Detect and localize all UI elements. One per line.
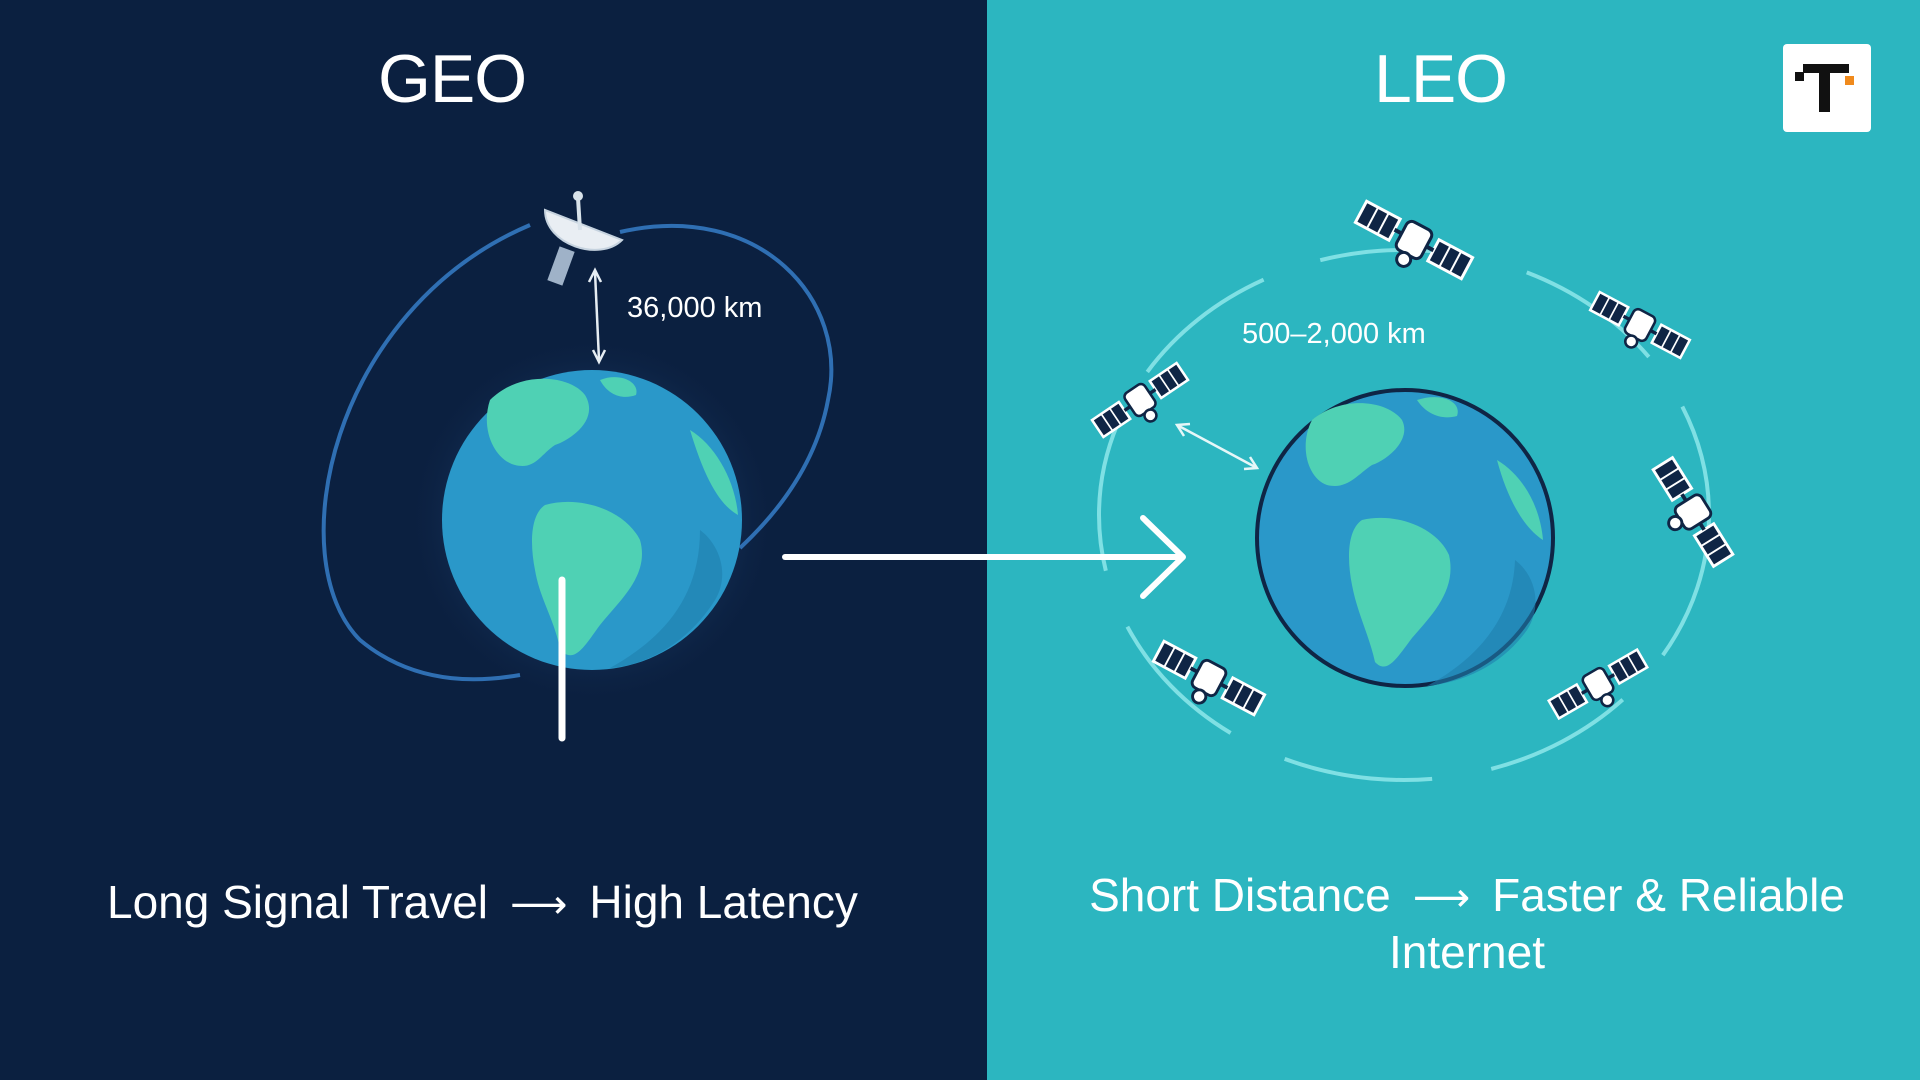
satellite-icon xyxy=(1637,453,1738,577)
caption-arrow-icon: ⟶ xyxy=(1412,876,1471,920)
geo-orbit-ring xyxy=(321,223,531,682)
satellite-icon xyxy=(1088,358,1198,451)
geo-caption: Long Signal Travel ⟶ High Latency xyxy=(107,875,858,932)
geo-panel: GEO xyxy=(0,0,987,1080)
satellite-dish-icon xyxy=(543,191,624,286)
geo-distance-label: 36,000 km xyxy=(627,292,763,324)
brand-logo-icon[interactable] xyxy=(1783,44,1871,132)
geo-illustration xyxy=(321,191,834,742)
geo-caption-left: Long Signal Travel xyxy=(107,876,489,928)
caption-arrow-icon: ⟶ xyxy=(510,883,568,927)
leo-caption-right: Faster & Reliable Internet xyxy=(1389,869,1845,978)
leo-title: LEO xyxy=(1374,41,1508,117)
leo-panel: LEO xyxy=(987,0,1920,1080)
geo-orbit-ring-far xyxy=(619,224,834,550)
geo-caption-right: High Latency xyxy=(589,876,858,928)
earth-globe-icon xyxy=(1255,388,1555,688)
satellite-icon xyxy=(1347,198,1474,294)
leo-distance-label: 500–2,000 km xyxy=(1242,318,1426,350)
leo-illustration xyxy=(1088,0,1738,782)
earth-globe-icon xyxy=(442,370,742,670)
leo-caption: Short Distance ⟶Faster & Reliable Interne… xyxy=(1057,868,1877,979)
satellite-icon xyxy=(1581,287,1694,373)
leo-caption-left: Short Distance xyxy=(1089,869,1391,921)
geo-distance-arrow xyxy=(587,267,607,365)
leo-distance-arrow xyxy=(1174,422,1260,471)
geo-title: GEO xyxy=(378,41,527,117)
